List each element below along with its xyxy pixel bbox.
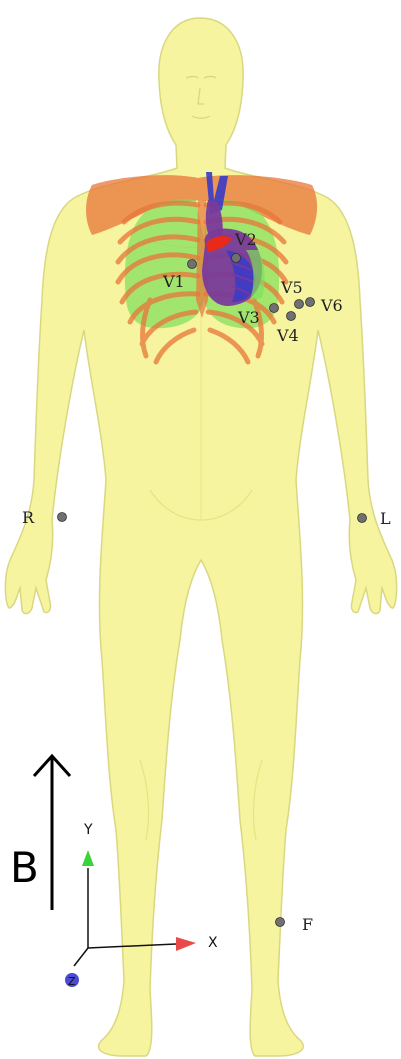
body-silhouette [5, 18, 396, 1056]
x-axis-label: X [208, 935, 218, 951]
z-axis-label: Z [68, 975, 76, 988]
field-label: B [10, 843, 39, 892]
electrode-v5-label: V5 [280, 278, 303, 297]
electrode-v1-label: V1 [162, 272, 185, 291]
electrode-right-arm-label: R [22, 508, 35, 527]
electrode-v2-label: V2 [234, 230, 257, 249]
y-axis-arrow-icon [82, 850, 94, 866]
electrode-foot-label: F [302, 915, 313, 934]
electrode-v6-label: V6 [320, 296, 343, 315]
y-axis-label: Y [83, 822, 93, 838]
electrode-v4-label: V4 [276, 326, 299, 345]
electrode-left-arm-label: L [380, 509, 391, 528]
electrode-v3-label: V3 [237, 308, 260, 327]
field-arrow: B [10, 756, 70, 910]
electrode-foot: F [276, 915, 314, 934]
x-axis-arrow-icon [176, 937, 196, 951]
